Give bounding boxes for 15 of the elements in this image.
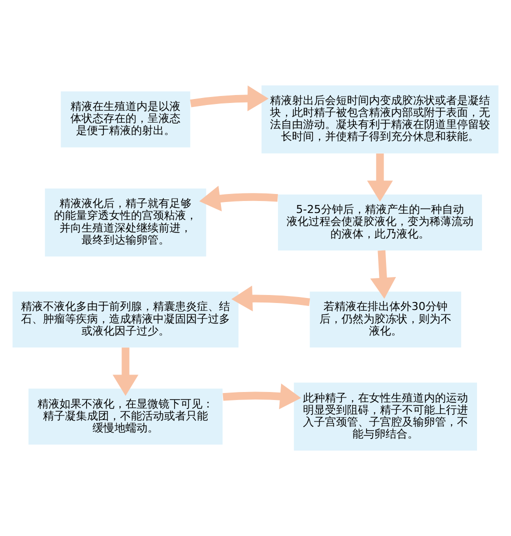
- arrow: [190, 86, 269, 112]
- node-box: 精液液化后，精子就有足够的能量穿透女性的宫颈粘液，并向生殖道深处继续前进，最终到达输卵管。: [44, 188, 206, 256]
- node-box: 精液射出后会短时间内变成胶冻状或者是凝结块，此时精子被包含精液内部或附于表面，无法自由游动。凝块有利于精液在阴道里停留较长时间，并使精子得到充分休息和获能。: [262, 85, 498, 154]
- arrow: [222, 383, 302, 410]
- arrow: [370, 250, 396, 299]
- node-box: 精液不液化多由于前列腺，精囊患炎症、结石、肿瘤等疾病，造成精液中凝固因子过多或液化因子过少。: [12, 292, 238, 348]
- arrow: [367, 154, 393, 202]
- arrow: [231, 286, 310, 312]
- arrow: [199, 186, 278, 212]
- arrow: [112, 348, 138, 396]
- node-box: 若精液在排出体外30分钟后，仍然为胶冻状，则为不液化。: [310, 292, 462, 348]
- node-box: 精液在生殖道内是以液体状态存在的，呈液态是便于精液的射出。: [60, 91, 190, 148]
- node-box: 此种精子，在女性生殖道内的运动明显受到阻碍，精子不可能上行进入子宫颈管、子宫腔及输卵管，不能与卵结合。: [294, 382, 478, 451]
- node-box: 精液如果不液化，在显微镜下可见：精子凝集成团，不能活动或者只能缓慢地蠕动。: [28, 388, 223, 445]
- node-box: 5-25分钟后，精液产生的一种自动液化过程会使凝胶液化，变为稀薄流动的液体，此乃液化。: [278, 194, 482, 250]
